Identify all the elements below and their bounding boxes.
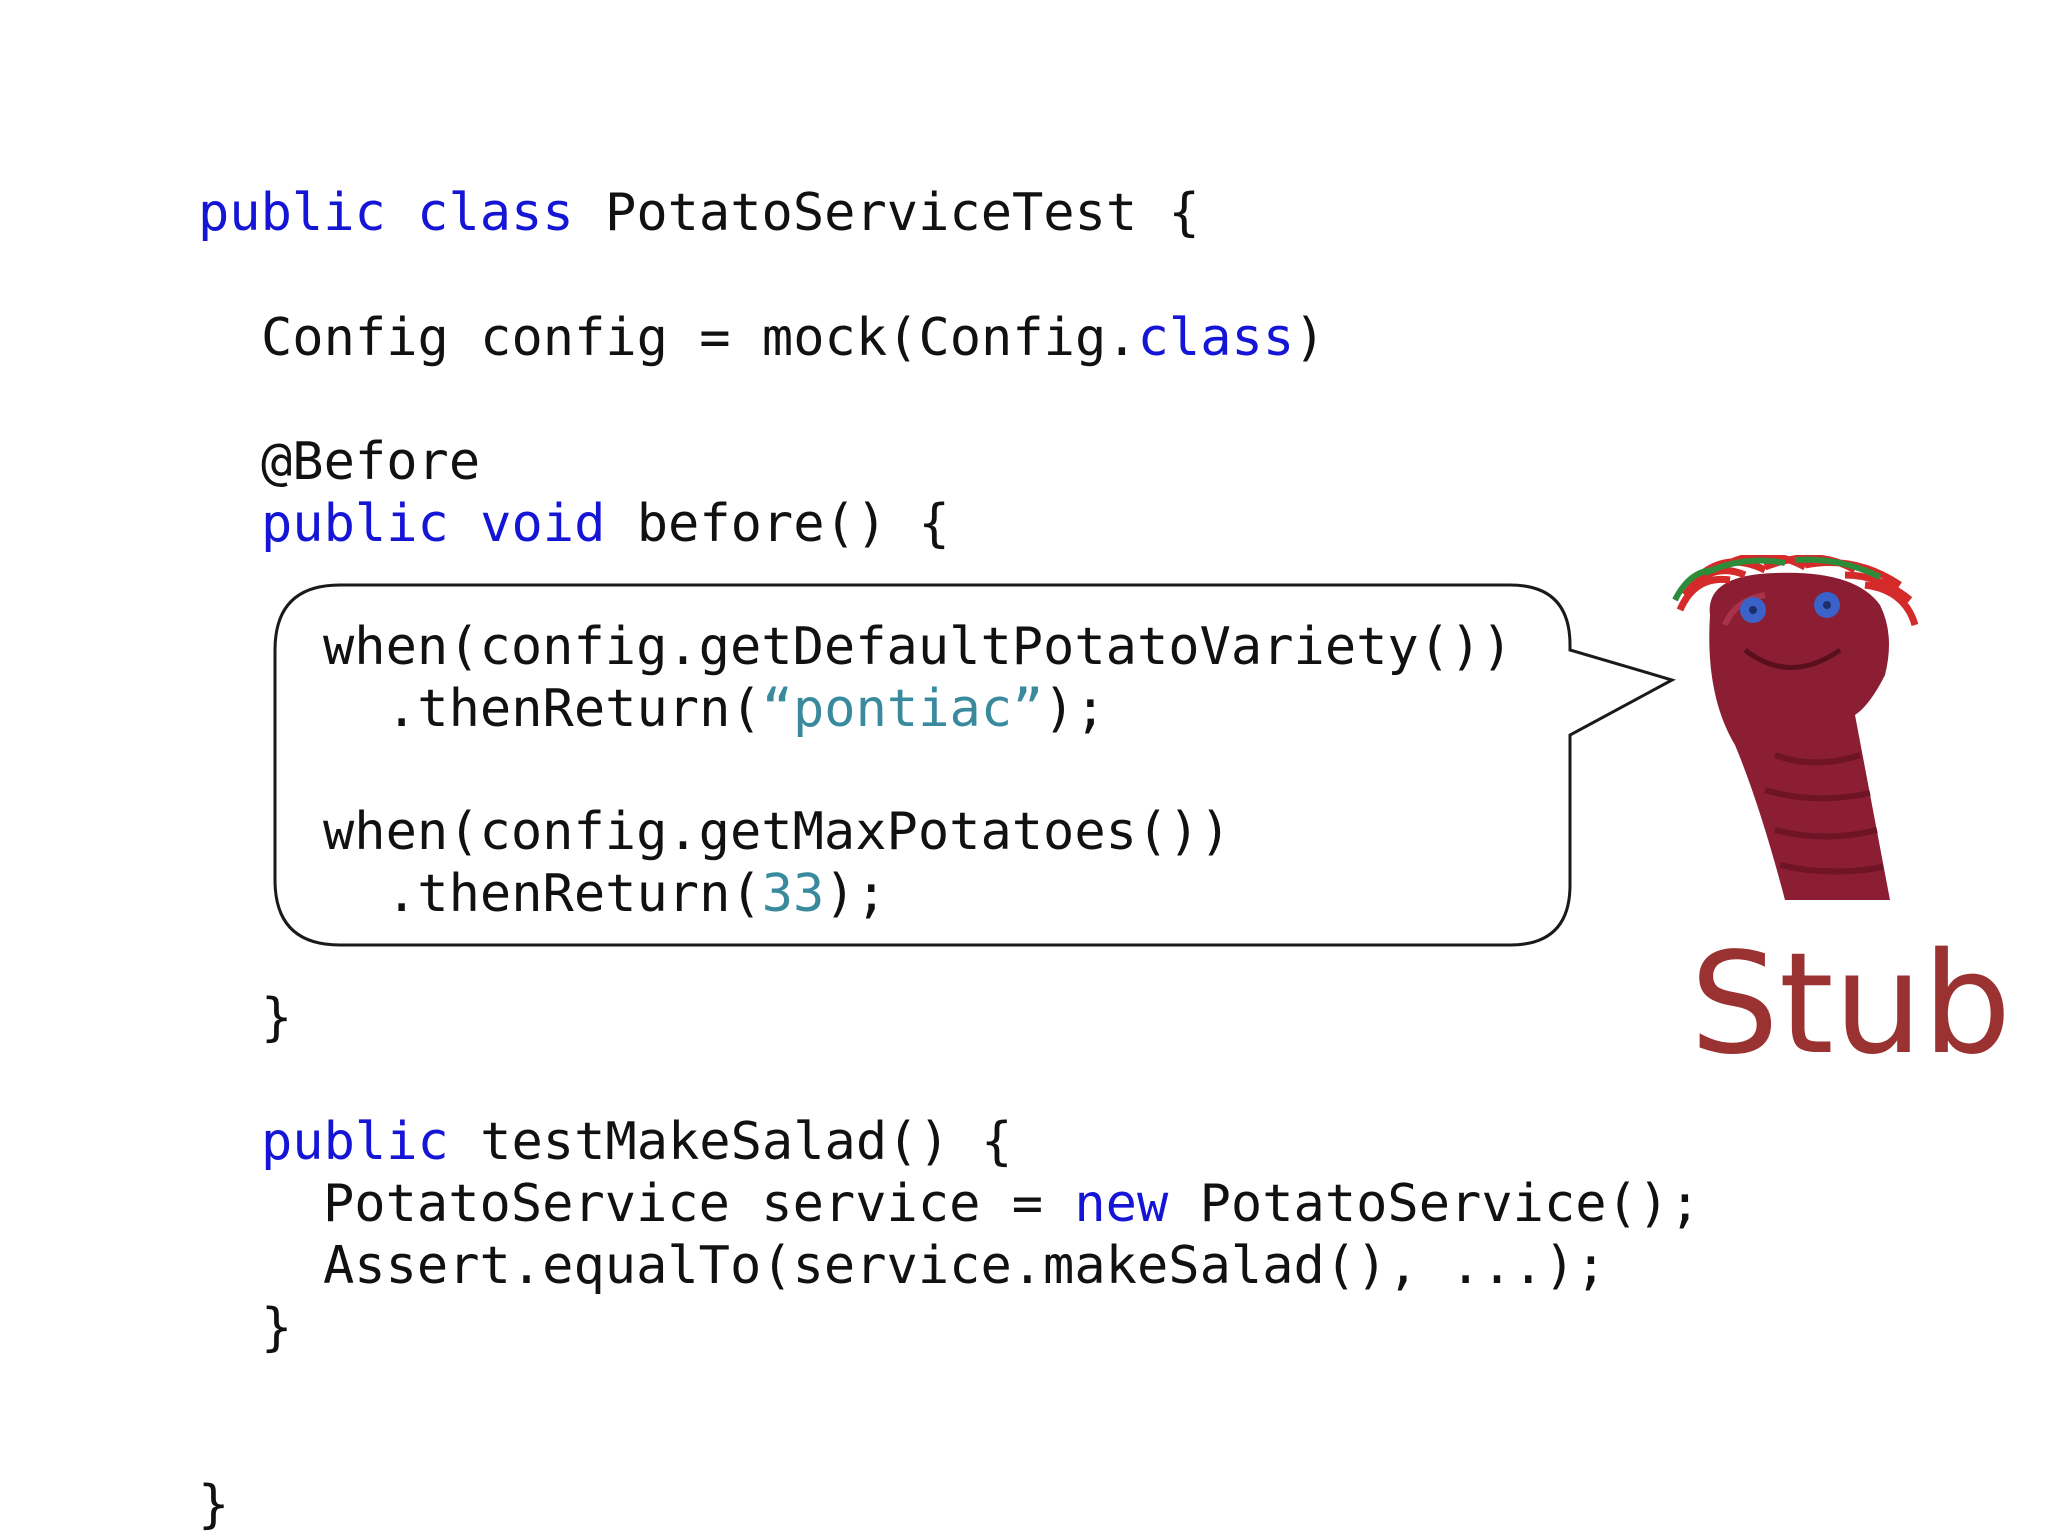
stub1-then-return-line: .thenReturn(“pontiac”); [386, 679, 1107, 739]
test-method-close: } [261, 1298, 293, 1358]
test-method-declaration: public testMakeSalad() { [261, 1112, 1013, 1172]
stub1-when-line: when(config.getDefaultPotatoVariety()) [323, 617, 1513, 677]
sock-puppet-icon [1672, 555, 1919, 900]
stub2-then-return-line: .thenReturn(33); [386, 864, 887, 924]
assert-line: Assert.equalTo(service.makeSalad(), ...)… [323, 1236, 1607, 1296]
stub-label: Stub [1690, 923, 2012, 1086]
config-field-line: Config config = mock(Config.class) [261, 308, 1326, 368]
service-line: PotatoService service = new PotatoServic… [323, 1174, 1701, 1234]
before-method-close: } [261, 988, 293, 1048]
before-method-declaration: public void before() { [261, 494, 950, 554]
class-declaration: public class PotatoServiceTest { [198, 183, 1200, 243]
class-close: } [198, 1475, 230, 1535]
before-annotation: @Before [261, 432, 481, 492]
stub2-when-line: when(config.getMaxPotatoes()) [323, 802, 1231, 862]
